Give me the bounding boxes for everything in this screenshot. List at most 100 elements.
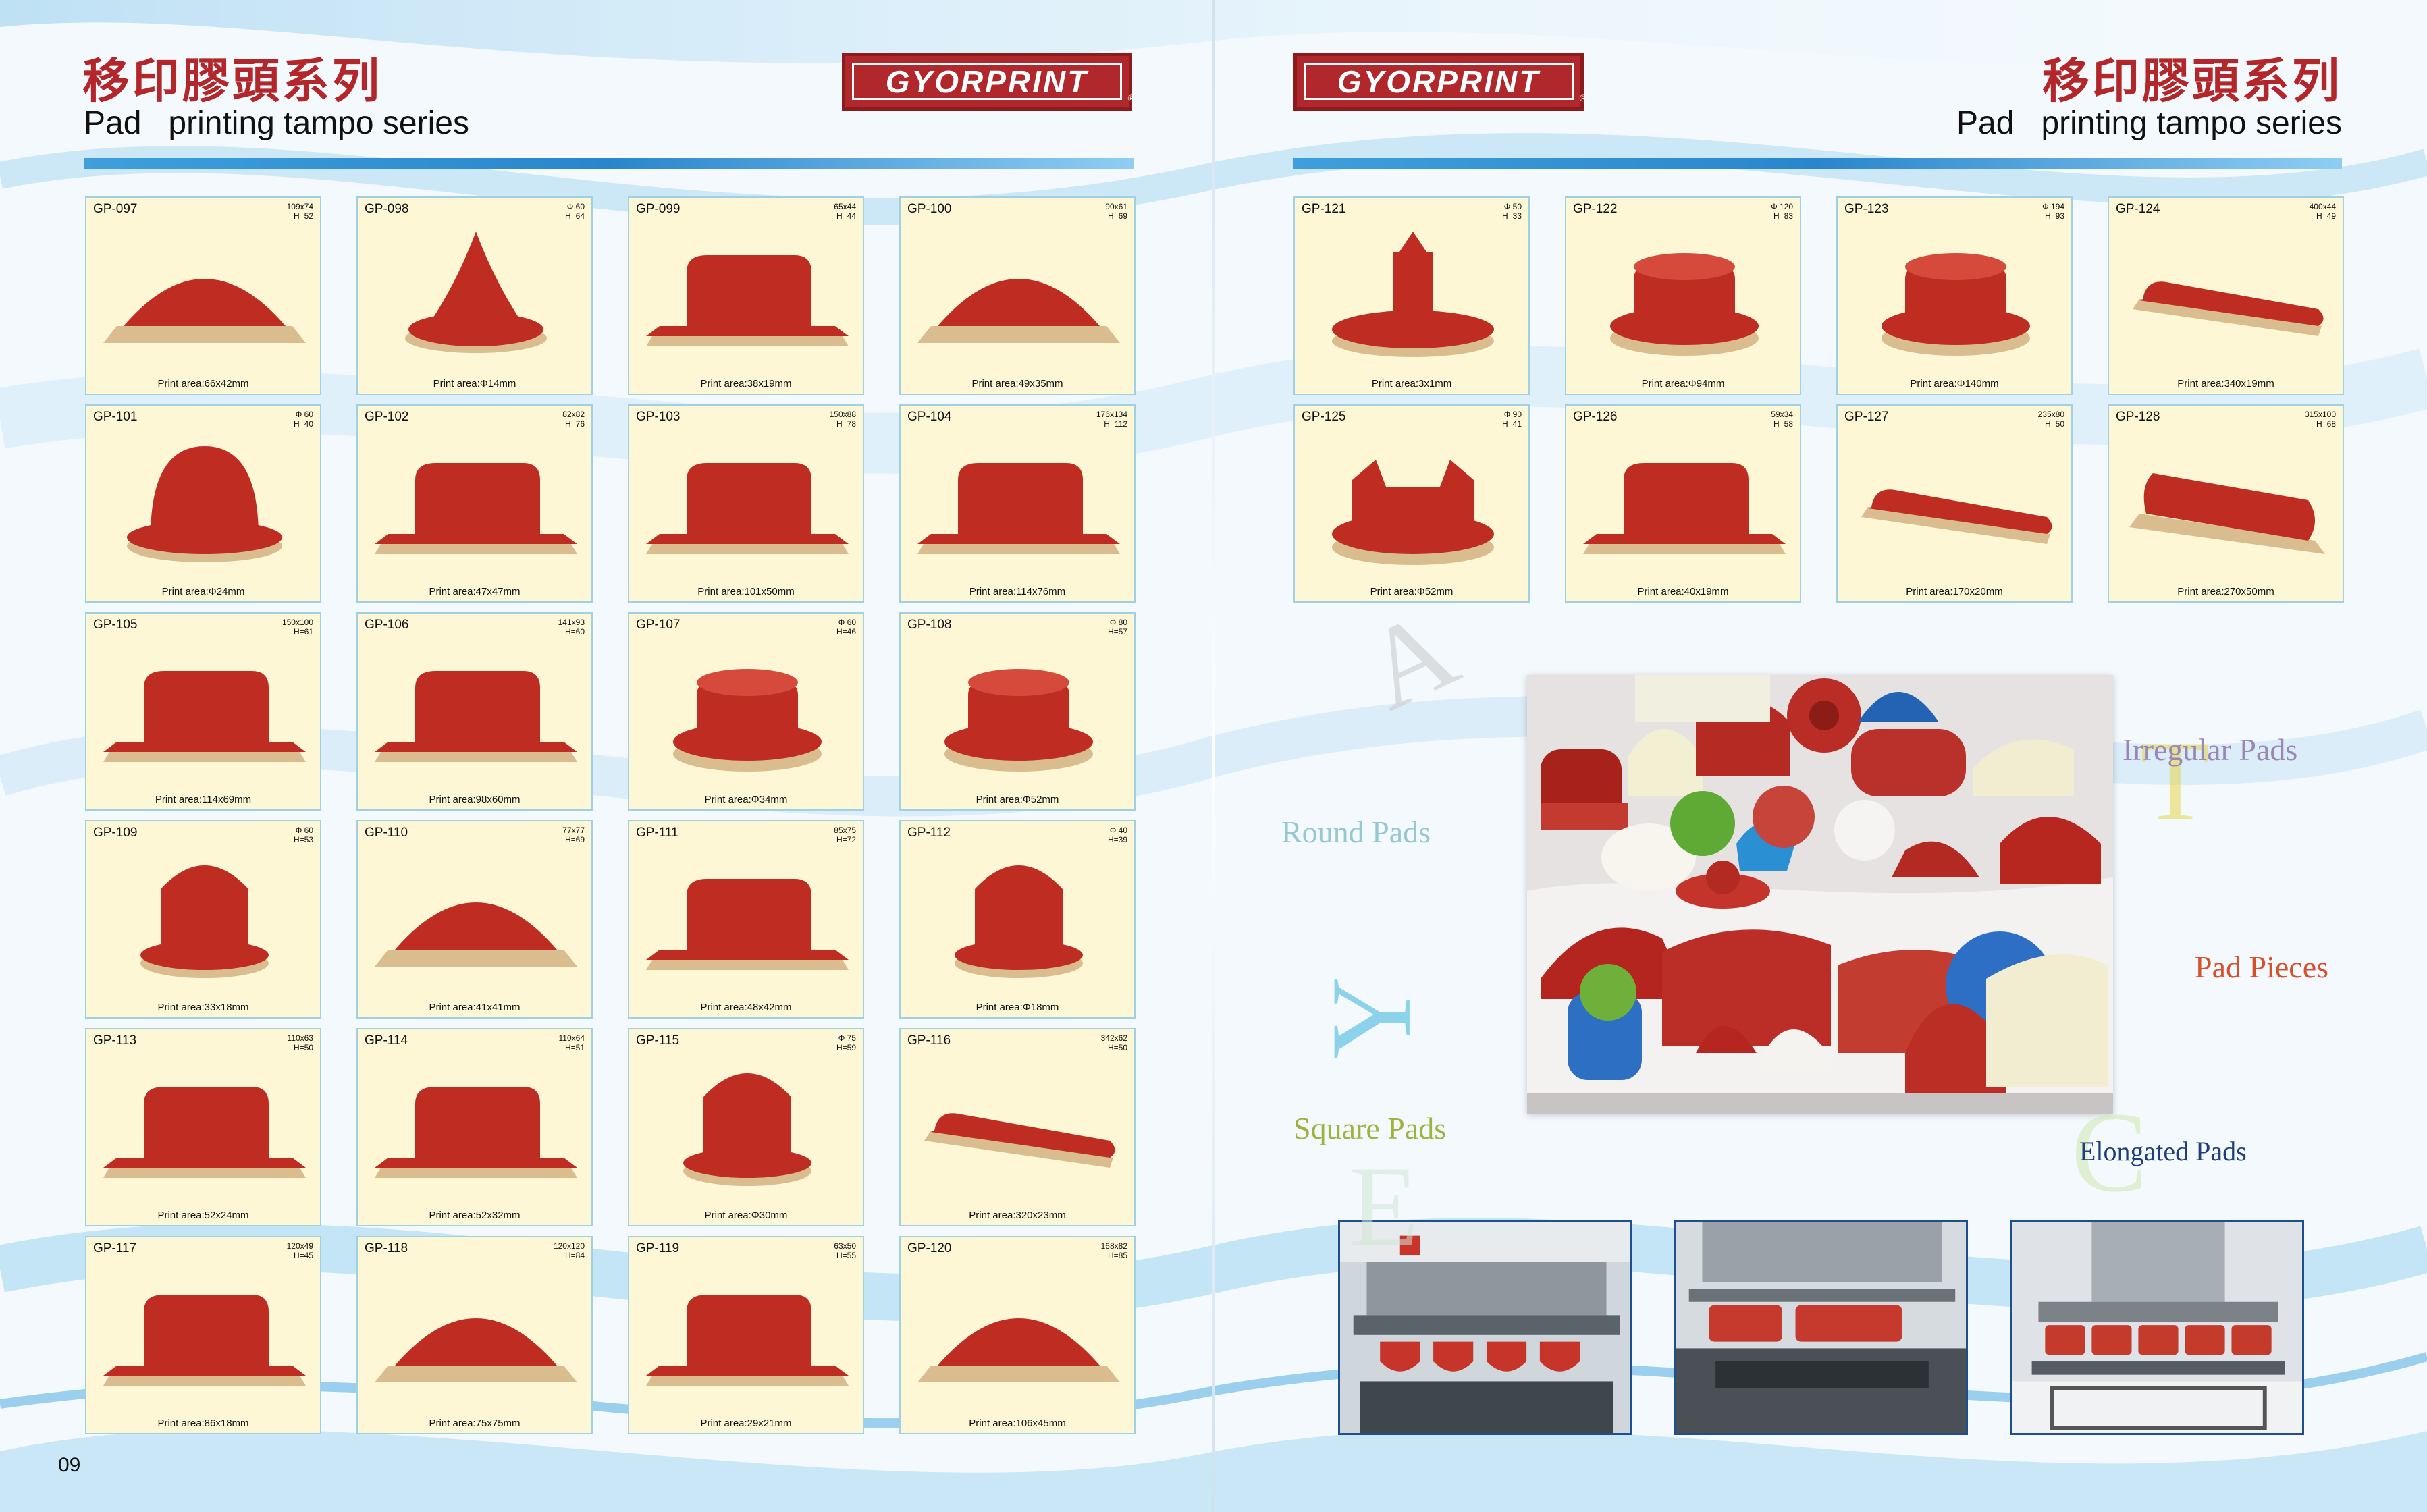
- pad-image: [646, 879, 849, 970]
- product-height: H=44: [836, 211, 856, 221]
- product-size: 65x44: [834, 202, 856, 211]
- product-height: H=41: [1501, 419, 1522, 429]
- pad-image: [2129, 473, 2325, 554]
- print-area: Print area:41x41mm: [429, 1002, 521, 1013]
- product-code: GP-119: [636, 1241, 680, 1256]
- print-area: Print area:48x42mm: [700, 1002, 792, 1013]
- product-size: 168x82: [1100, 1241, 1127, 1251]
- print-area: Print area:Φ30mm: [704, 1210, 788, 1221]
- product-height: H=51: [564, 1043, 585, 1052]
- product-height: H=59: [836, 1043, 856, 1052]
- product-size: 77x77: [562, 826, 585, 835]
- pad-image: [917, 463, 1120, 554]
- print-area: Print area:114x69mm: [155, 794, 252, 805]
- pad-image: [140, 865, 269, 978]
- brand-logo-text: GYORPRINT: [885, 64, 1089, 99]
- registered-mark-icon: ®: [1579, 92, 1586, 103]
- product-code: GP-104: [907, 410, 952, 424]
- print-area: Print area:170x20mm: [1906, 586, 2003, 597]
- pad-image: [924, 1113, 1115, 1168]
- product-size: 110x63: [287, 1033, 313, 1043]
- product-height: H=46: [836, 627, 856, 637]
- print-area: Print area:33x18mm: [157, 1002, 249, 1013]
- label-round-pads: Round Pads: [1281, 815, 1431, 849]
- product-code: GP-100: [907, 202, 952, 216]
- product-code: GP-127: [1844, 410, 1889, 424]
- product-size: Φ 75: [838, 1033, 856, 1043]
- product-code: GP-122: [1573, 202, 1618, 216]
- brand-logo: GYORPRINT ®: [1293, 53, 1586, 111]
- header-rule: [1293, 158, 2342, 169]
- product-size: 120x120: [553, 1241, 585, 1251]
- product-height: H=69: [564, 835, 585, 844]
- product-height: H=76: [564, 419, 585, 429]
- registered-mark-icon: ®: [1127, 92, 1135, 103]
- pad-image: [646, 463, 849, 554]
- print-area: Print area:340x19mm: [2177, 378, 2274, 389]
- product-size: 109x74: [286, 202, 313, 211]
- page-title-cn: 移印膠頭系列: [82, 53, 382, 109]
- print-area: Print area:Φ140mm: [1910, 378, 1999, 389]
- product-code: GP-121: [1302, 202, 1346, 216]
- product-height: H=69: [1107, 211, 1127, 221]
- page-spine: [1212, 0, 1215, 1512]
- print-area: Print area:52x32mm: [429, 1210, 521, 1221]
- product-code: GP-113: [93, 1033, 137, 1048]
- product-code: GP-101: [93, 410, 138, 424]
- product-size: 85x75: [834, 826, 856, 835]
- product-height: H=68: [2316, 419, 2336, 429]
- pad-image: [955, 865, 1083, 978]
- product-height: H=40: [293, 419, 313, 429]
- print-area: Print area:75x75mm: [429, 1418, 521, 1429]
- pad-image: [1861, 489, 2052, 544]
- brand-logo: GYORPRINT ®: [842, 53, 1135, 111]
- product-code: GP-099: [636, 202, 681, 216]
- pad-image: [103, 1295, 306, 1386]
- product-size: 315x100: [2304, 410, 2336, 419]
- product-size: Φ 60: [566, 202, 585, 211]
- product-size: Φ 50: [1503, 202, 1522, 211]
- print-area: Print area:49x35mm: [971, 378, 1063, 389]
- label-square-pads: Square Pads: [1293, 1111, 1447, 1145]
- print-area: Print area:38x19mm: [700, 378, 792, 389]
- decor-letter-c: C: [2071, 1089, 2148, 1216]
- pad-image: [673, 669, 822, 772]
- print-area: Print area:47x47mm: [429, 586, 521, 597]
- print-area: Print area:Φ52mm: [976, 794, 1059, 805]
- product-size: Φ 60: [295, 826, 313, 835]
- product-height: H=72: [836, 835, 856, 844]
- product-code: GP-110: [365, 826, 408, 840]
- product-height: H=57: [1107, 627, 1127, 637]
- pad-image: [103, 671, 306, 762]
- product-code: GP-120: [907, 1241, 952, 1256]
- product-height: H=93: [2044, 211, 2064, 221]
- pad-image: [375, 902, 577, 967]
- print-area: Print area:106x45mm: [969, 1418, 1066, 1429]
- header-rule: [84, 158, 1134, 169]
- product-code: GP-125: [1302, 410, 1346, 424]
- print-area: Print area:Φ94mm: [1641, 378, 1725, 389]
- product-height: H=83: [1773, 211, 1793, 221]
- product-size: 150x88: [829, 410, 856, 419]
- label-irregular-pads: Irregular Pads: [2123, 732, 2298, 767]
